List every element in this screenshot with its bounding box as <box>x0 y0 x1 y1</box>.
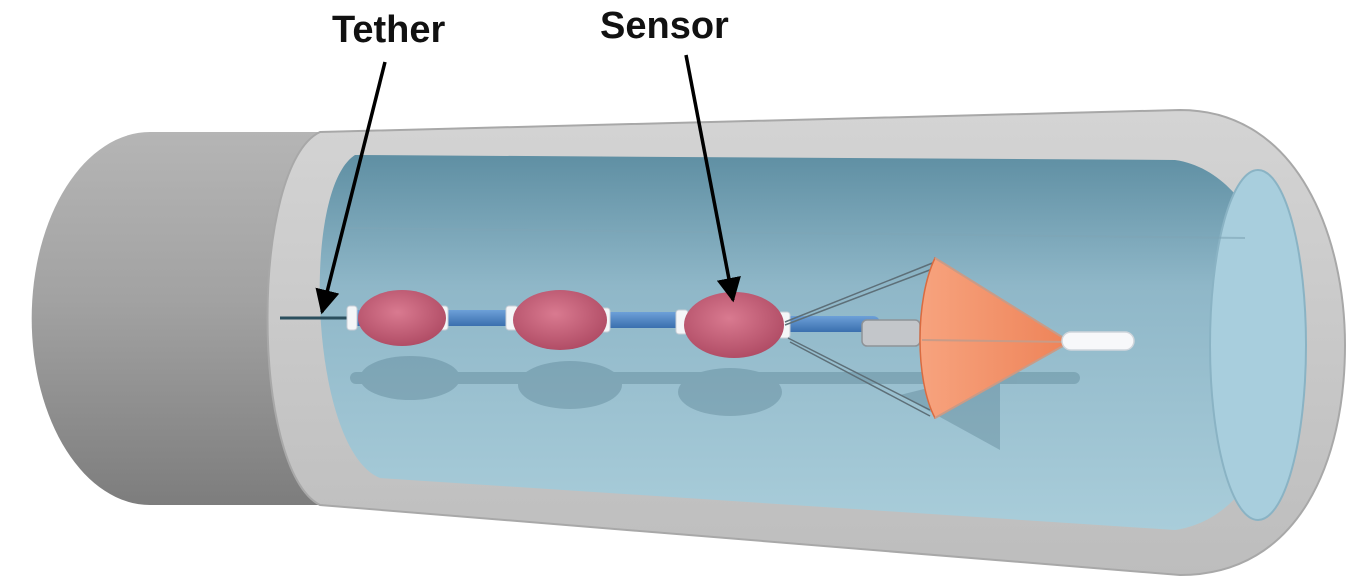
pipe-outer-shell <box>31 132 320 505</box>
sensor-pod-2 <box>513 290 607 350</box>
pipe-far-opening <box>1209 169 1307 521</box>
drogue-rigging-lines <box>784 261 936 417</box>
tether-arrow <box>315 61 387 315</box>
sensor-pod-1 <box>358 290 446 346</box>
drogue-cone-seams <box>921 257 1071 419</box>
sensor-arrow <box>684 54 741 303</box>
connector-segments <box>348 310 880 332</box>
pipe-interior-water <box>319 155 1285 530</box>
sensor-pod-3 <box>684 292 784 358</box>
nose-rod <box>1061 331 1135 351</box>
water-floor-line <box>344 227 1246 239</box>
tether-label: Tether <box>332 9 446 51</box>
sensor-label: Sensor <box>600 5 729 47</box>
metal-housing <box>861 319 921 347</box>
